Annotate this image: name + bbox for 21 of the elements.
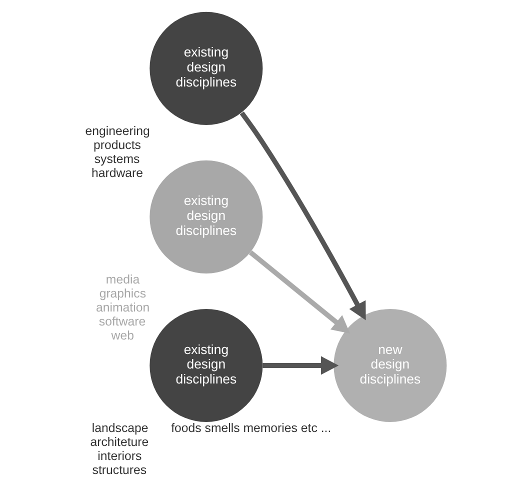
node-label: web [110,328,134,342]
node-label: media [105,272,140,286]
node-circle: existing design disciplines [149,160,262,274]
node-circle: existing design disciplines [149,12,262,125]
arrow [262,356,338,375]
node-label: architeture [90,434,148,449]
node-label: landscape [91,420,148,435]
node-label: products [93,138,140,152]
node-label: systems [94,152,140,166]
node-label: engineering [84,124,150,138]
arrow [248,250,350,334]
node-label: interiors [97,448,142,463]
node-label: structures [92,462,146,477]
node-circle: existing design disciplines [149,308,262,422]
arrow [239,111,366,320]
node-label: animation [96,300,150,314]
node-label: software [98,314,146,328]
node-circle: new design disciplines [333,308,446,422]
node-label: graphics [98,286,146,300]
node-label: foods smells memories etc ... [170,420,331,435]
node-label: hardware [90,166,143,180]
